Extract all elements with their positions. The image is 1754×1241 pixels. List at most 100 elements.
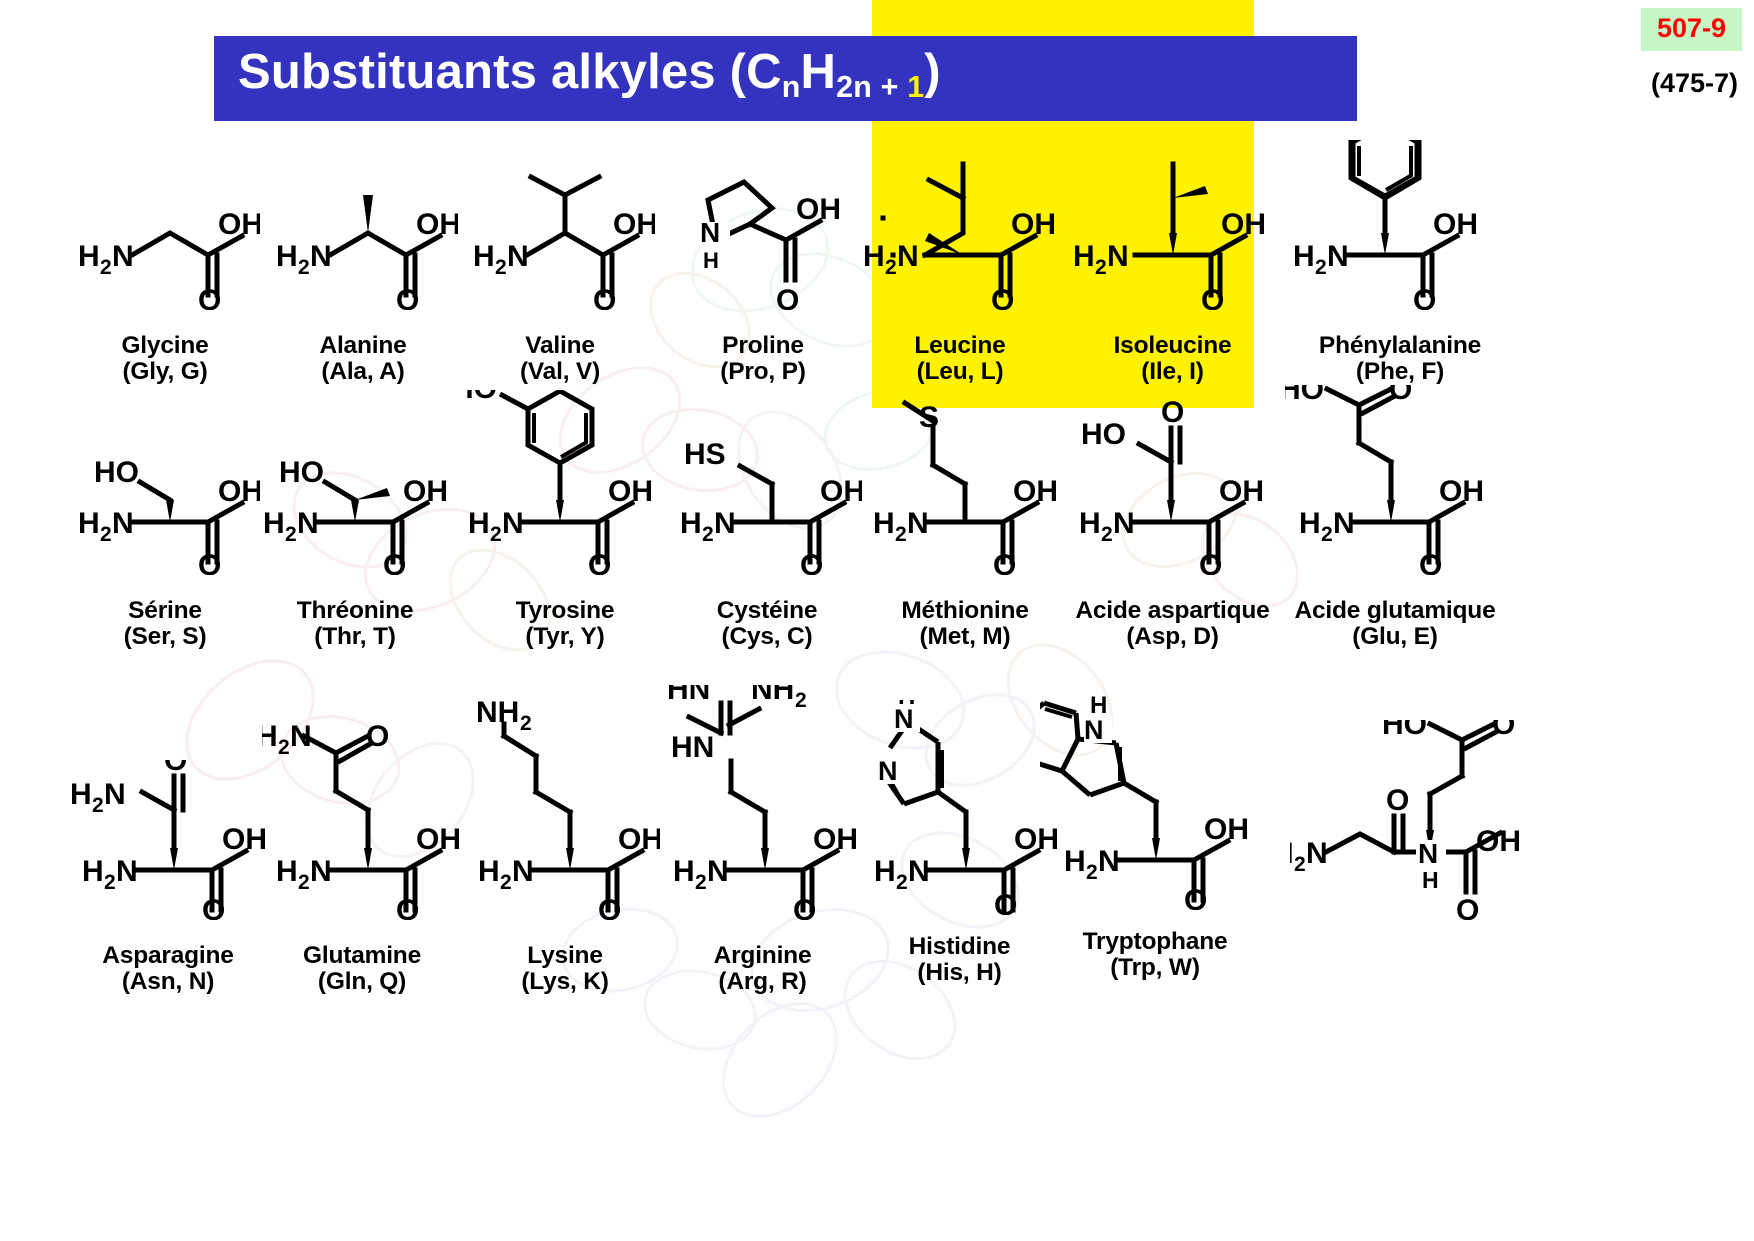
svg-text:O: O [366, 720, 389, 753]
amino-acid-tyrosine: HO H 2 N OH O Tyrosine (Tyr, Y) [452, 372, 670, 651]
name-cysteine: Cystéine [716, 597, 818, 624]
svg-text:O: O [593, 284, 616, 310]
svg-text:O: O [776, 284, 799, 310]
title-subscript-2n: 2n + [836, 69, 908, 104]
svg-text:H: H [1075, 240, 1095, 273]
svg-text:OH: OH [1014, 823, 1057, 856]
amino-acid-aspartic-acid: HO O H 2 N OH O Acide aspartique (Asp, D… [1065, 396, 1280, 650]
svg-text:N: N [894, 704, 914, 734]
svg-text:N: N [700, 217, 720, 248]
code-tyrosine: (Tyr, Y) [525, 623, 605, 651]
page-title: Substituants alkyles (CnH2n + 1) [238, 44, 941, 104]
code-asparagine: (Asn, N) [121, 968, 215, 996]
svg-text:OH: OH [796, 193, 841, 226]
svg-text:O: O [202, 894, 225, 920]
name-aspartic-acid: Acide aspartique [1075, 597, 1270, 624]
svg-text:OH: OH [618, 823, 660, 856]
svg-text:S: S [919, 401, 939, 434]
label-phenylalanine: Phénylalanine (Phe, F) [1285, 332, 1515, 385]
title-subscript-one: 1 [907, 69, 925, 104]
label-histidine: Histidine (His, H) [862, 933, 1057, 986]
svg-text:O: O [1492, 720, 1515, 741]
name-tyrosine: Tyrosine [515, 597, 615, 624]
amino-acid-proline: N H OH O Proline (Pro, P) [668, 170, 858, 385]
name-glutamine: Glutamine [303, 942, 421, 969]
structure-methionine: S H 2 N OH O [873, 399, 1058, 582]
svg-text:H: H [1079, 507, 1101, 540]
label-glutamic-acid: Acide glutamique (Glu, E) [1285, 597, 1505, 650]
svg-text:H: H [78, 507, 100, 540]
svg-text:O: O [383, 549, 406, 575]
svg-text:O: O [164, 760, 187, 777]
svg-text:N: N [112, 507, 134, 540]
amino-acid-glutamine: H 2 N O H 2 N OH O Glutamine (Gln, Q) [256, 720, 462, 996]
title-close-paren: ) [924, 45, 941, 99]
svg-text:OH: OH [1219, 475, 1264, 508]
structure-aspartic-acid: HO O H 2 N OH O [1079, 396, 1264, 582]
svg-text:N: N [1418, 838, 1438, 869]
svg-text:N: N [907, 507, 929, 540]
code-isoleucine: (Ile, I) [1141, 358, 1204, 386]
slide-code-primary: 507-9 [1640, 8, 1742, 51]
svg-text:2: 2 [885, 256, 897, 279]
svg-text:OH: OH [608, 475, 653, 508]
svg-text:O: O [1389, 385, 1412, 406]
amino-acid-asparagine: H 2 N O H 2 N OH O Asparagine (Asn, N) [68, 744, 268, 996]
amino-acid-cysteine: HS H 2 N OH O Cystéine (Cys, C) [672, 438, 865, 650]
svg-text:OH: OH [218, 208, 260, 241]
svg-text:OH: OH [218, 475, 260, 508]
svg-text:N: N [507, 240, 529, 273]
svg-text:O: O [198, 549, 221, 575]
slide-code-secondary: (475-7) [1650, 68, 1738, 98]
svg-text:N: N [897, 240, 919, 273]
name-threonine: Thréonine [296, 597, 414, 624]
code-proline: (Pro, P) [720, 358, 806, 386]
svg-text:O: O [1456, 894, 1479, 920]
code-threonine: (Thr, T) [314, 623, 396, 651]
svg-text:H: H [703, 248, 719, 273]
structure-arginine: HN HN NH 2 H 2 N OH O [667, 673, 858, 927]
svg-text:H: H [898, 700, 915, 710]
svg-text:N: N [714, 507, 736, 540]
svg-text:H: H [276, 240, 298, 273]
svg-text:H: H [673, 855, 695, 888]
code-glycine: (Gly, G) [122, 358, 208, 386]
svg-text:OH: OH [222, 823, 267, 856]
structure-leucine: H 2 N OH O [863, 161, 1056, 317]
structure-histidine: N N H H 2 N OH O [874, 683, 1059, 922]
svg-text:2: 2 [92, 794, 104, 817]
svg-text:N: N [310, 855, 332, 888]
svg-text:H: H [1064, 845, 1086, 878]
svg-text:2: 2 [1086, 861, 1098, 884]
svg-text:OH: OH [820, 475, 862, 508]
code-glutamine: (Gln, Q) [317, 968, 407, 996]
label-aspartic-acid: Acide aspartique (Asp, D) [1065, 597, 1280, 650]
label-arginine: Arginine (Arg, R) [655, 942, 870, 996]
name-arginine: Arginine [713, 942, 812, 969]
svg-text:O: O [800, 549, 823, 575]
svg-text:O: O [1201, 284, 1224, 310]
structure-asparagine: H 2 N O H 2 N OH O [70, 744, 267, 927]
amino-acid-threonine: HO H 2 N OH O Thréonine (Thr, T) [255, 440, 455, 650]
svg-text:HO: HO [1285, 385, 1324, 406]
structure-tyrosine: HO H 2 N OH O [452, 372, 653, 582]
svg-text:2: 2 [795, 689, 807, 712]
svg-text:OH: OH [403, 475, 448, 508]
svg-text:H: H [276, 855, 298, 888]
label-threonine: Thréonine (Thr, T) [255, 597, 455, 651]
name-serine: Sérine [128, 597, 202, 624]
name-glycine: Glycine [121, 332, 209, 359]
name-lysine: Lysine [527, 942, 603, 969]
structure-tryptophan: N H H 2 N OH O [1015, 692, 1249, 917]
svg-text:O: O [198, 284, 221, 310]
svg-text:2: 2 [1321, 523, 1333, 546]
code-arginine: (Arg, R) [718, 968, 807, 996]
svg-text:OH: OH [416, 823, 461, 856]
svg-text:O: O [994, 889, 1017, 915]
label-leucine: Leucine (Leu, L) [865, 332, 1055, 385]
amino-acid-isoleucine: H 2 N OH O Isoleucine (Ile, I) [1073, 160, 1270, 386]
svg-text:H: H [478, 855, 500, 888]
svg-text:HO: HO [460, 390, 497, 405]
svg-text:HO: HO [279, 456, 324, 489]
svg-text:O: O [1413, 284, 1436, 310]
